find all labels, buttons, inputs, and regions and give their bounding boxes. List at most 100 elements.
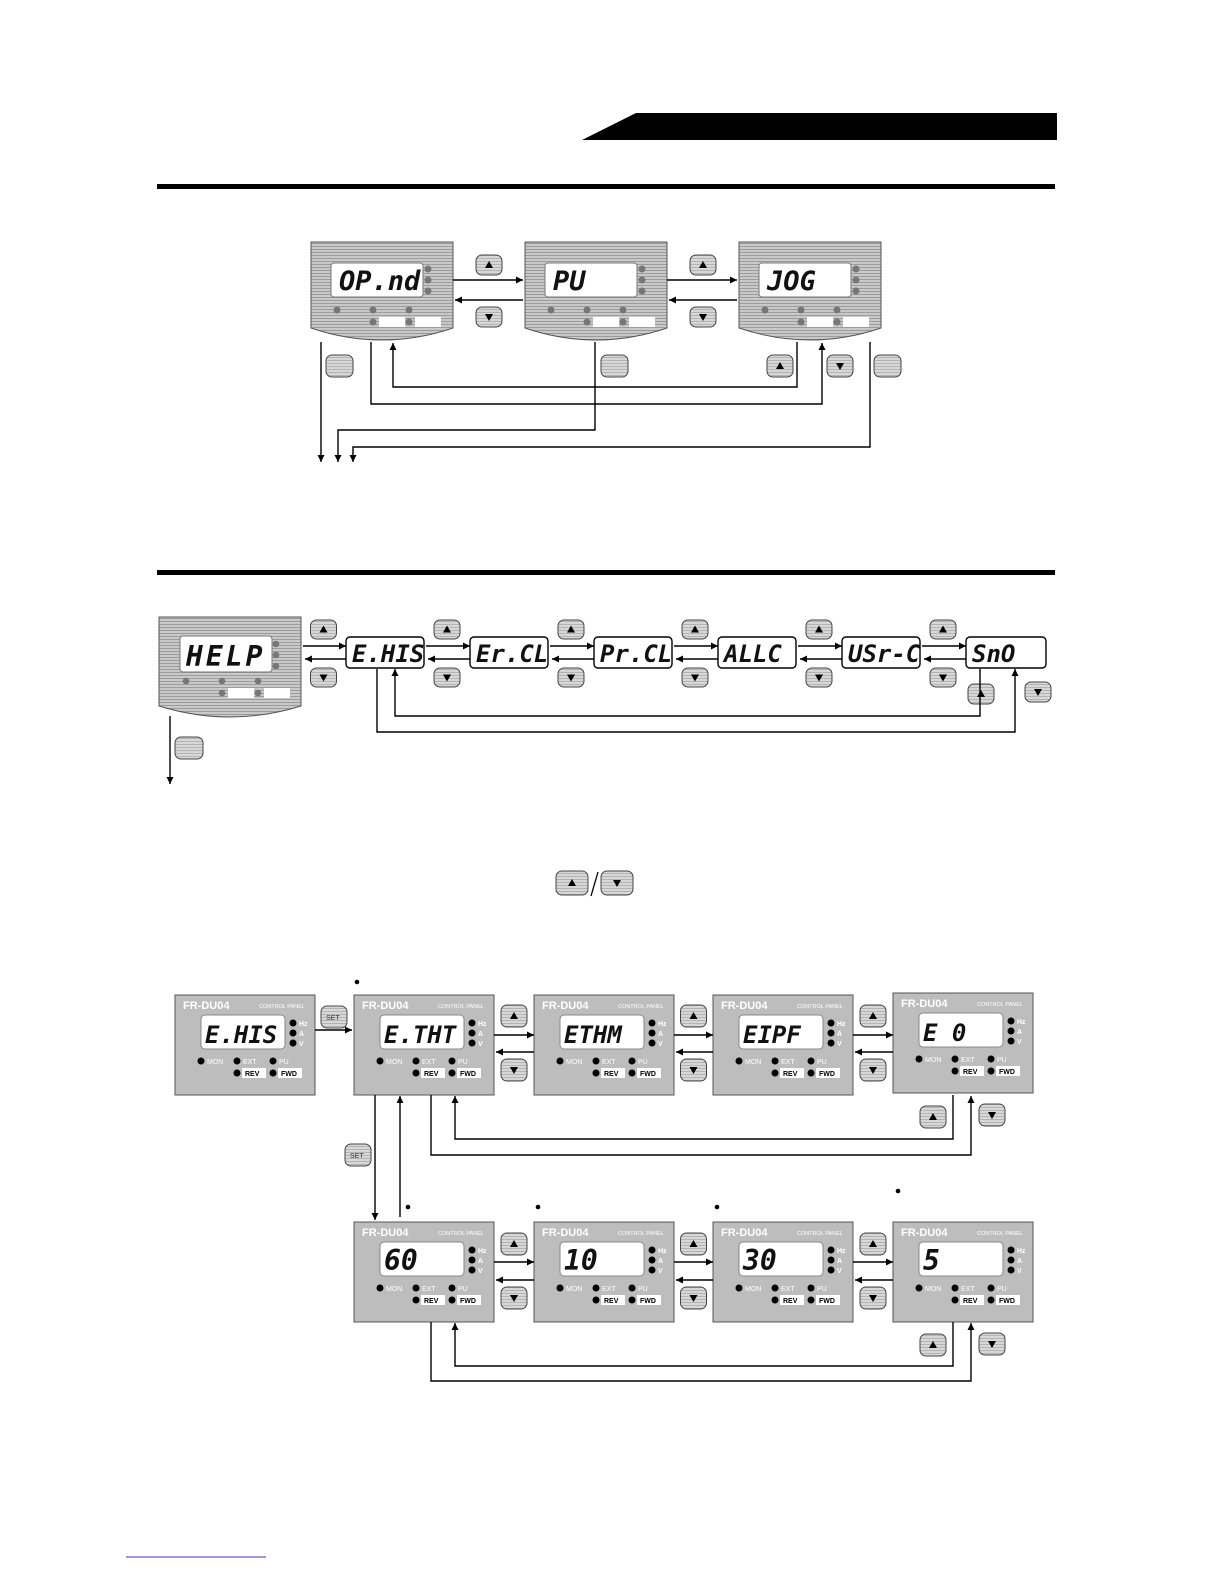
up-arrow-key-icon xyxy=(555,870,589,896)
dir-label: FWD xyxy=(819,1298,835,1305)
panel-pu: PU xyxy=(524,241,668,341)
up-arrow-key-icon xyxy=(859,1004,887,1028)
mode-label: EXT xyxy=(602,1059,616,1066)
arrowhead xyxy=(730,276,737,284)
flow-line xyxy=(370,342,823,405)
arrowhead xyxy=(924,655,931,663)
flow-line xyxy=(454,1095,954,1140)
header-tab xyxy=(582,113,1057,140)
mode-label: PU xyxy=(279,1059,289,1066)
arrowhead xyxy=(967,1096,975,1103)
unit-label: A xyxy=(1017,1029,1022,1036)
arrowhead xyxy=(967,1323,975,1330)
arrowhead xyxy=(349,455,357,462)
flow-line xyxy=(454,1322,954,1367)
up-arrow-key-icon xyxy=(929,619,957,640)
unit-label: V xyxy=(1017,1039,1022,1046)
flow-line xyxy=(392,342,798,388)
unit-label: Hz xyxy=(299,1021,308,1028)
up-arrow-key-icon xyxy=(919,1333,947,1357)
up-arrow-key-icon xyxy=(766,354,794,378)
lcd-readout: EIPF xyxy=(743,1021,801,1049)
arrowhead xyxy=(587,642,594,650)
control-panel-caption: CONTROL PANEL xyxy=(797,1004,843,1010)
up-arrow-key-icon xyxy=(805,619,833,640)
set-key-icon: SET xyxy=(320,1005,348,1029)
mode-label: EXT xyxy=(243,1059,257,1066)
note-bullet xyxy=(354,979,360,985)
arrowhead xyxy=(706,1258,713,1266)
down-arrow-key-icon xyxy=(433,667,461,688)
arrowhead xyxy=(451,1323,459,1330)
up-arrow-key-icon xyxy=(680,1232,707,1256)
dir-label: REV xyxy=(604,1071,619,1078)
dir-label: FWD xyxy=(640,1298,656,1305)
down-arrow-key-icon xyxy=(500,1286,528,1310)
arrowhead xyxy=(527,1031,534,1039)
lcd-readout: 60 xyxy=(384,1244,418,1277)
dir-label: REV xyxy=(783,1071,798,1078)
down-arrow-key-icon xyxy=(681,667,709,688)
lcd-readout: Er.CL xyxy=(476,640,548,668)
flow-line xyxy=(376,669,1016,733)
note-bullet xyxy=(895,1188,901,1194)
arrowhead xyxy=(339,642,346,650)
dir-label: REV xyxy=(783,1298,798,1305)
lcd-readout: 5 xyxy=(923,1244,940,1277)
unit-label: Hz xyxy=(478,1021,487,1028)
dir-label: FWD xyxy=(281,1071,297,1078)
dir-label: FWD xyxy=(999,1298,1015,1305)
unit-label: V xyxy=(837,1268,842,1275)
set-key-icon xyxy=(873,354,902,378)
up-arrow-key-icon xyxy=(475,254,503,276)
lcd-readout: 10 xyxy=(564,1244,598,1277)
help-item-5: USr-C xyxy=(841,636,921,669)
arrowhead xyxy=(818,343,826,350)
down-arrow-key-icon xyxy=(859,1286,887,1310)
arrowhead xyxy=(496,1276,503,1284)
lcd-readout: ETHM xyxy=(564,1021,623,1049)
lcd-readout: OP.nd xyxy=(339,266,421,297)
dir-label: REV xyxy=(245,1071,260,1078)
up-arrow-key-icon xyxy=(557,619,585,640)
dir-label: REV xyxy=(424,1071,439,1078)
unit-label: A xyxy=(837,1258,842,1265)
unit-label: A xyxy=(478,1258,483,1265)
arrowhead xyxy=(305,655,312,663)
mode-label: PU xyxy=(817,1286,827,1293)
mode-label: MON xyxy=(386,1059,402,1066)
dir-label: FWD xyxy=(640,1071,656,1078)
down-arrow-key-icon xyxy=(978,1332,1006,1356)
dir-label: REV xyxy=(604,1298,619,1305)
model-label: FR-DU04 xyxy=(901,998,948,1010)
mode-label: MON xyxy=(925,1057,941,1064)
set-key-icon: SET xyxy=(344,1143,372,1167)
model-label: FR-DU04 xyxy=(721,1227,768,1239)
unit-label: V xyxy=(299,1041,304,1048)
arrowhead xyxy=(389,343,397,350)
unit-label: A xyxy=(658,1258,663,1265)
mode-label: MON xyxy=(925,1286,941,1293)
mode-label: EXT xyxy=(961,1286,975,1293)
mode-label: MON xyxy=(745,1059,761,1066)
arrowhead xyxy=(1011,669,1019,676)
unit-label: A xyxy=(1017,1258,1022,1265)
flow-line xyxy=(430,1095,972,1156)
mode-label: MON xyxy=(207,1059,223,1066)
arrowhead xyxy=(886,1031,893,1039)
mode-label: EXT xyxy=(781,1059,795,1066)
mode-label: PU xyxy=(458,1059,468,1066)
panel-op-mode: OP.nd xyxy=(310,241,454,341)
dir-label: REV xyxy=(963,1069,978,1076)
mode-label: MON xyxy=(566,1286,582,1293)
model-label: FR-DU04 xyxy=(721,1000,768,1012)
dir-label: FWD xyxy=(999,1069,1015,1076)
mode-label: EXT xyxy=(602,1286,616,1293)
up-arrow-key-icon xyxy=(967,683,995,705)
